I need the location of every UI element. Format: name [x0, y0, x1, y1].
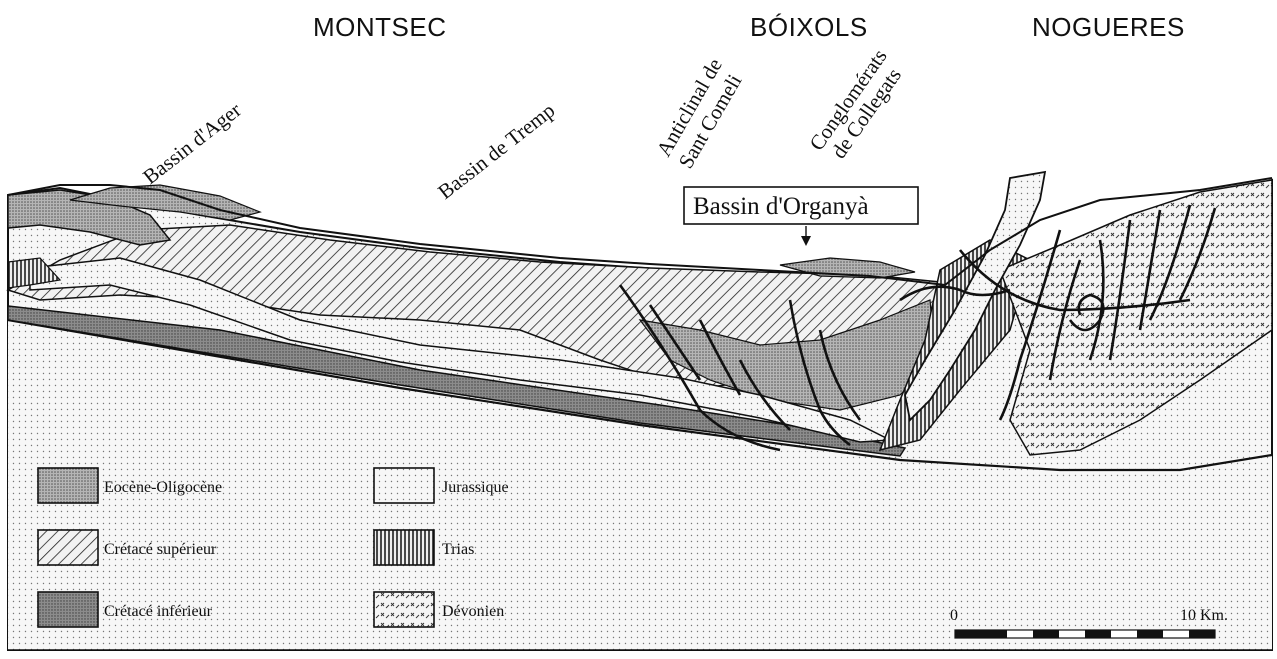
legend-swatch-cretace-sup: [38, 530, 98, 565]
legend-swatch-cretace-inf: [38, 592, 98, 627]
legend-swatch-jurassique: [374, 468, 434, 503]
scale-start-label: 0: [950, 607, 958, 624]
region-title-montsec: MONTSEC: [313, 12, 447, 42]
legend-swatch-trias: [374, 530, 434, 565]
legend-swatch-devonien: [374, 592, 434, 627]
legend-label-trias: Trias: [442, 541, 474, 558]
label-bassin-ager: Bassin d'Ager: [138, 98, 245, 189]
label-bassin-tremp: Bassin de Tremp: [433, 98, 559, 204]
label-bassin-organya: Bassin d'Organyà: [693, 193, 869, 220]
legend-label-cretace-sup: Crétacé supérieur: [104, 541, 217, 558]
bassin-organya-callout: Bassin d'Organyà: [684, 187, 918, 246]
legend-label-cretace-inf: Crétacé inférieur: [104, 603, 213, 620]
legend-label-eocene: Eocène-Oligocène: [104, 479, 222, 496]
region-title-nogueres: NOGUERES: [1032, 12, 1185, 42]
legend-swatch-eocene: [38, 468, 98, 503]
scale-end-label: 10 Km.: [1180, 607, 1228, 624]
legend-label-devonien: Dévonien: [442, 603, 504, 620]
region-title-boixols: BÓIXOLS: [750, 12, 868, 42]
legend-label-jurassique: Jurassique: [442, 479, 509, 496]
